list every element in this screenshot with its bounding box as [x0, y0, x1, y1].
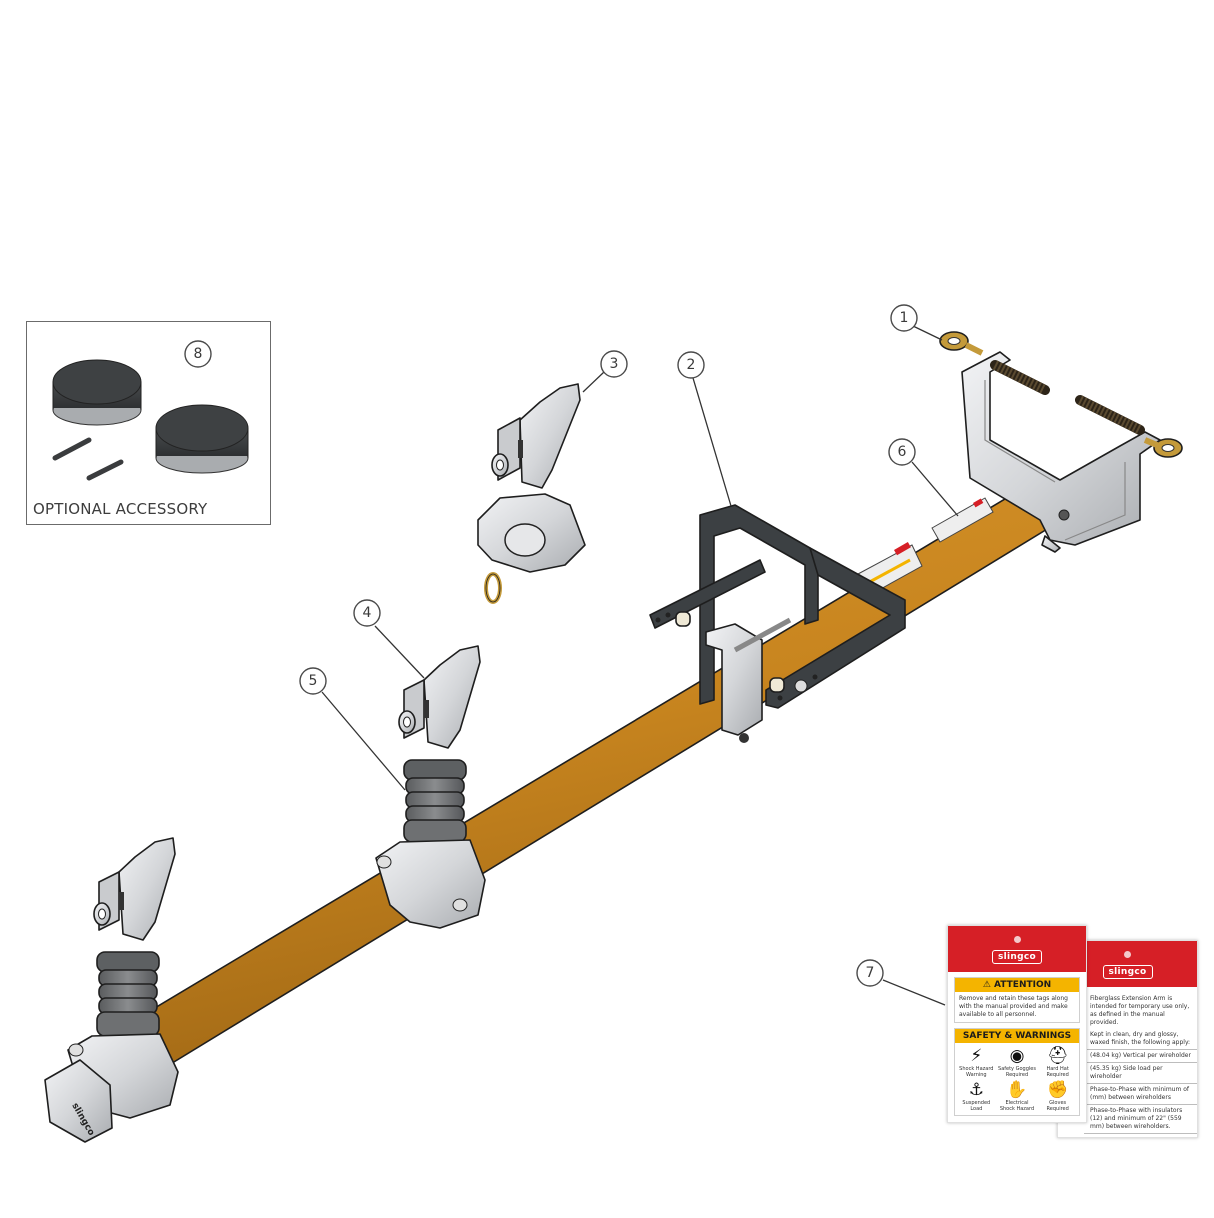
svg-text:1: 1 [900, 310, 909, 326]
tag-line: Phase-to-Phase with insulators (12) and … [1084, 1105, 1197, 1134]
tag-hole [1013, 936, 1021, 943]
callout-5: 5 [299, 667, 406, 791]
callout-6: 6 [888, 438, 959, 517]
tag-hole [1124, 951, 1131, 958]
fiberglass-arm [97, 476, 1069, 1091]
pin-2 [86, 459, 124, 481]
safety-title: SAFETY & WARNINGS [955, 1029, 1079, 1043]
optional-accessory-box: 8 OPTIONAL ACCESSORY [26, 321, 271, 525]
suspended-load-icon: ⚓Suspended Load [962, 1080, 991, 1112]
optional-accessory-label: OPTIONAL ACCESSORY [33, 500, 208, 518]
svg-text:5: 5 [309, 673, 318, 689]
brand-logo: slingco [1102, 965, 1153, 979]
brand-logo: slingco [992, 950, 1042, 964]
tag-line: Phase-to-Phase with minimum of (mm) betw… [1084, 1084, 1197, 1105]
safety-icons-grid: ⚡Shock Hazard Warning ◉Safety Goggles Re… [955, 1043, 1079, 1115]
insulator-middle [403, 759, 467, 843]
support-bracket [649, 504, 906, 743]
threaded-rod-2 [1075, 395, 1145, 435]
svg-text:7: 7 [866, 965, 875, 981]
eye-bolt-2 [1143, 437, 1183, 458]
svg-text:6: 6 [898, 444, 907, 460]
pin-1 [52, 437, 92, 461]
svg-text:8: 8 [194, 346, 203, 362]
warning-tag-front: slingco ⚠ ATTENTION Remove and retain th… [947, 925, 1087, 1123]
safety-section: SAFETY & WARNINGS ⚡Shock Hazard Warning … [954, 1028, 1080, 1116]
callout-1: 1 [890, 304, 943, 341]
eye-bolt-1 [939, 331, 984, 356]
insulator-left [96, 951, 160, 1037]
wireholder-left [93, 837, 176, 941]
attention-text: Remove and retain these tags along with … [959, 995, 1068, 1018]
end-cap-clamp: slingco [44, 1033, 179, 1143]
callout-3: 3 [582, 350, 628, 393]
threaded-rod-1 [990, 360, 1050, 395]
svg-text:2: 2 [687, 357, 696, 373]
callout-8: 8 [184, 340, 212, 368]
tag-header: slingco [948, 926, 1086, 972]
hard-hat-icon: ⛑Hard Hat Required [1046, 1046, 1069, 1078]
clamp-middle [375, 839, 486, 929]
tag-line: Kept in clean, dry and glossy, waxed fin… [1084, 1029, 1197, 1050]
attention-section: ⚠ ATTENTION Remove and retain these tags… [954, 977, 1080, 1023]
rubber-pad-1 [52, 359, 142, 426]
callout-7: 7 [856, 959, 946, 1006]
callout-2: 2 [677, 351, 732, 507]
rubber-pad-2 [155, 404, 249, 474]
safety-goggles-icon: ◉Safety Goggles Required [998, 1046, 1036, 1078]
svg-text:3: 3 [610, 356, 619, 372]
electrical-shock-icon: ✋Electrical Shock Hazard [999, 1080, 1035, 1112]
wireholder-clamp-assembly [477, 383, 586, 604]
pipe-label-upper [931, 497, 994, 543]
tag-line: (45.35 kg) Side load per wireholder [1084, 1063, 1197, 1084]
gloves-icon: ✊Gloves Required [1046, 1080, 1069, 1112]
attention-title: ⚠ ATTENTION [955, 978, 1079, 992]
callout-4: 4 [353, 599, 425, 679]
shock-hazard-icon: ⚡Shock Hazard Warning [959, 1046, 994, 1078]
svg-text:4: 4 [363, 605, 372, 621]
tag-line: Fiberglass Extension Arm is intended for… [1090, 995, 1190, 1026]
wireholder-middle [398, 645, 481, 749]
tag-line: (48.04 kg) Vertical per wireholder [1084, 1050, 1197, 1063]
